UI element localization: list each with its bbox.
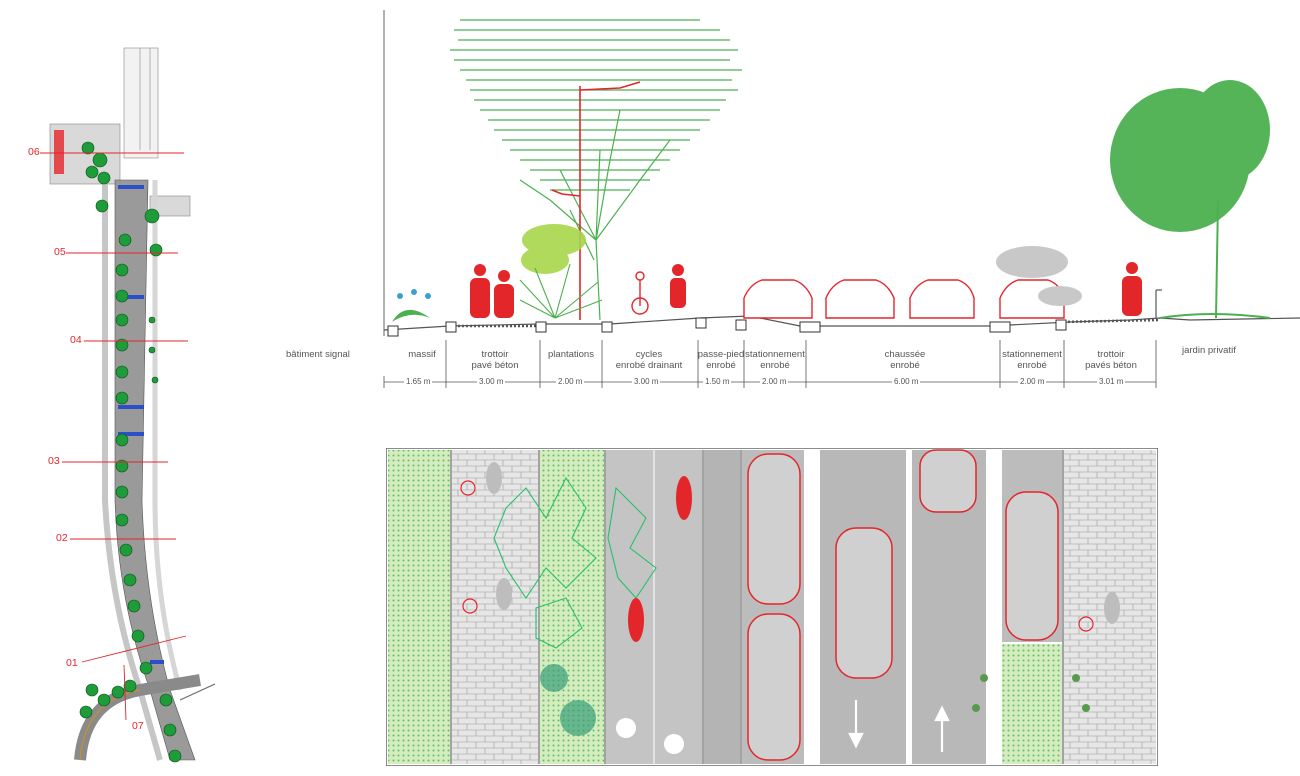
plan-marker: 04 xyxy=(70,334,82,346)
band-width: 2.00 m xyxy=(1018,377,1047,386)
plan-marker: 01 xyxy=(66,657,78,669)
plan-marker: 05 xyxy=(54,246,66,258)
cross-section xyxy=(383,10,1300,388)
band-label-massif: massif xyxy=(408,349,436,360)
band-width: 1.65 m xyxy=(404,377,433,386)
right-label: jardin privatif xyxy=(1182,345,1236,356)
band-width: 2.00 m xyxy=(556,377,585,386)
band-width: 3.01 m xyxy=(1097,377,1126,386)
band-width: 3.00 m xyxy=(477,377,506,386)
plan-view xyxy=(386,448,1158,766)
site-plan xyxy=(40,47,216,763)
plan-marker: 03 xyxy=(48,455,60,467)
band-label-plantations: plantations xyxy=(548,349,594,360)
band-width: 2.00 m xyxy=(760,377,789,386)
band-width: 1.50 m xyxy=(703,377,732,386)
band-width: 6.00 m xyxy=(892,377,921,386)
plan-marker: 07 xyxy=(132,720,144,732)
band-width: 3.00 m xyxy=(632,377,661,386)
plan-marker: 02 xyxy=(56,532,68,544)
plan-marker: 06 xyxy=(28,146,40,158)
left-label: bâtiment signal xyxy=(286,349,350,360)
